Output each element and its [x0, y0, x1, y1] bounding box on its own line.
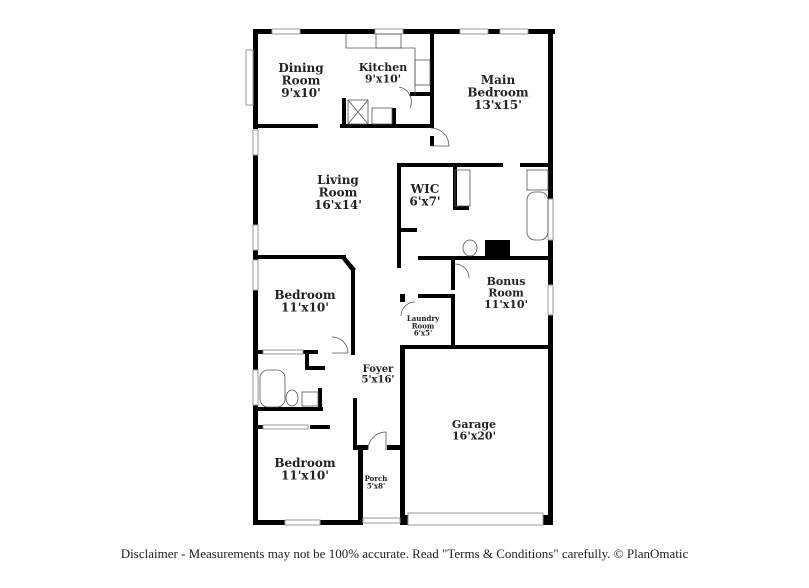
- room-name: Bedroom: [274, 456, 335, 470]
- room-size: 16'x14': [314, 198, 362, 212]
- room-size: 5'x16': [362, 375, 395, 386]
- room-name: Dining: [278, 61, 324, 75]
- room-name: Room: [319, 186, 358, 200]
- room-name: Foyer: [363, 364, 394, 375]
- room-name: Room: [282, 74, 321, 88]
- room-size: 11'x10': [281, 301, 329, 315]
- room-name: Laundry: [407, 314, 440, 323]
- room-size: 16'x20': [452, 430, 496, 443]
- room-name: Bonus: [487, 275, 526, 288]
- room-size: 13'x15': [474, 98, 522, 112]
- windows: [245, 28, 554, 526]
- room-size: 6'x5': [414, 329, 432, 338]
- room-name: Garage: [452, 418, 496, 431]
- disclaimer-text: Disclaimer - Measurements may not be 100…: [120, 546, 689, 561]
- room-size: 11'x10': [281, 469, 329, 483]
- room-name: Room: [412, 321, 435, 330]
- room-size: 9'x10': [365, 73, 401, 86]
- room-name: WIC: [410, 182, 440, 196]
- room-name: Kitchen: [359, 61, 408, 74]
- room-name: Bedroom: [467, 86, 528, 100]
- fixtures: [259, 33, 549, 451]
- room-name: Bedroom: [274, 288, 335, 302]
- room-size: 6'x7': [409, 195, 440, 209]
- room-name: Room: [488, 287, 524, 300]
- room-name: Porch: [365, 474, 388, 483]
- room-name: Main: [481, 73, 516, 87]
- room-size: 11'x10': [484, 298, 528, 311]
- room-size: 5'x8': [367, 481, 385, 490]
- room-name: Living: [317, 173, 359, 187]
- room-size: 9'x10': [281, 86, 321, 100]
